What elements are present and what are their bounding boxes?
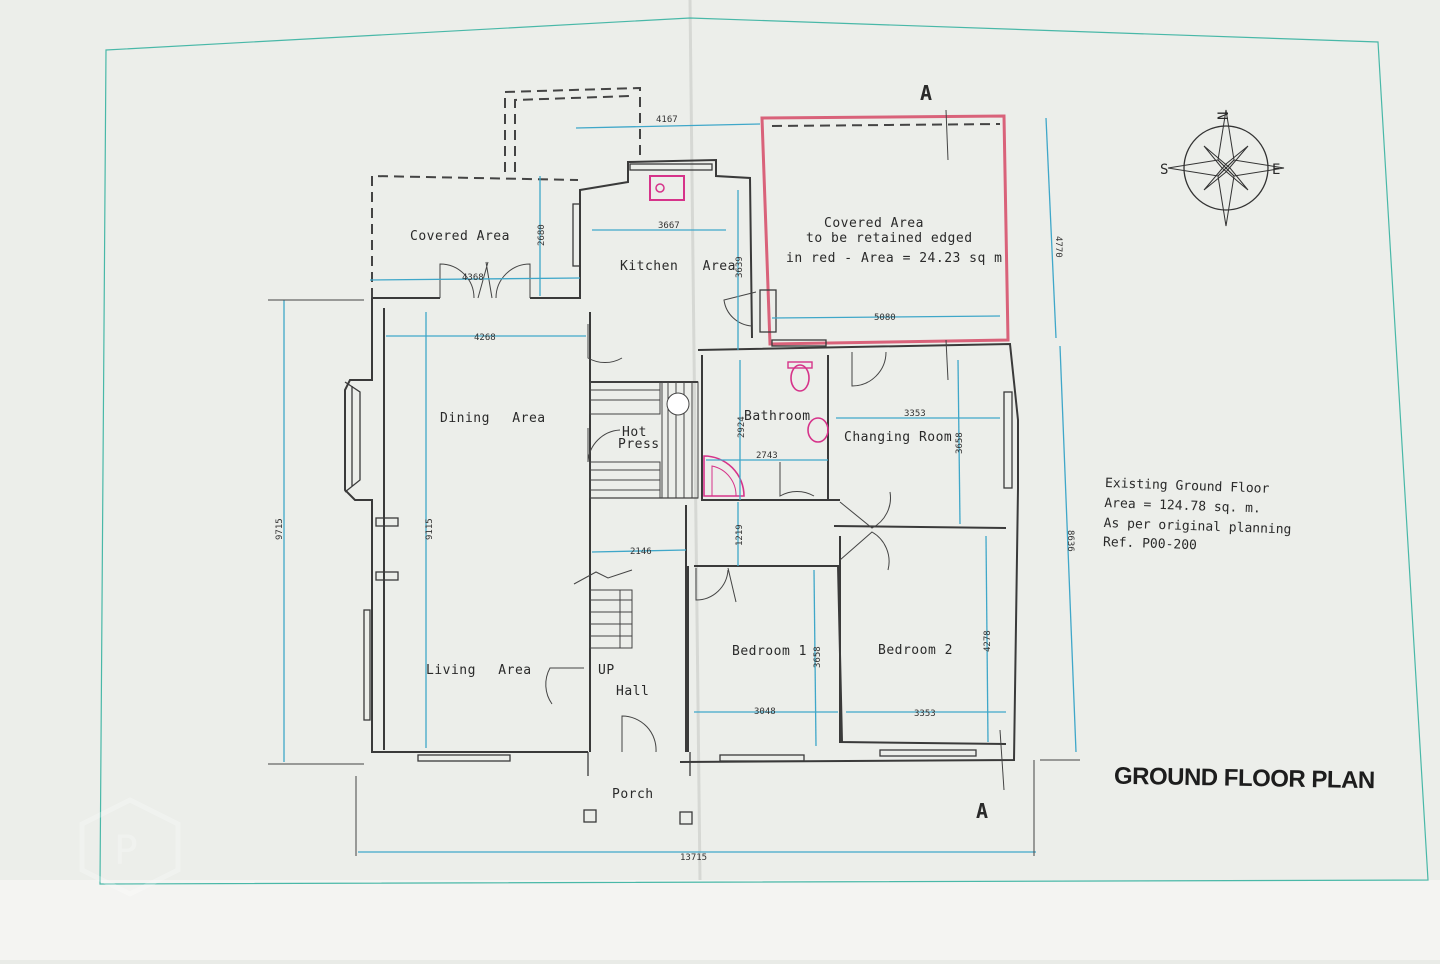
section-marker-top: A bbox=[920, 81, 932, 105]
note-line-4: Ref. P00-200 bbox=[1103, 535, 1197, 553]
plan-notes: Existing Ground Floor Area = 124.78 sq. … bbox=[1103, 476, 1292, 553]
dim-kitchen-height: 3639 bbox=[735, 256, 745, 278]
svg-text:P: P bbox=[114, 828, 138, 874]
dim-living-height: 9115 bbox=[425, 518, 435, 540]
label-porch: Porch bbox=[612, 787, 654, 802]
dim-bedroom1-width: 3048 bbox=[754, 707, 776, 717]
drawing-border bbox=[99, 17, 1429, 885]
dim-hall-width: 2146 bbox=[630, 547, 652, 557]
dim-corridor: 1219 bbox=[735, 524, 745, 546]
dim-changing-height: 3658 bbox=[955, 432, 965, 454]
dim-covered-left-height: 2680 bbox=[537, 224, 547, 246]
bathroom-fixtures bbox=[649, 175, 829, 497]
compass-north-label: N bbox=[1216, 112, 1232, 120]
dim-dining-width: 4268 bbox=[474, 333, 496, 343]
dim-top: 4167 bbox=[656, 115, 678, 125]
hot-press-fixtures bbox=[589, 381, 699, 499]
dim-covered-left-width: 4368 bbox=[462, 273, 484, 283]
dimension-labels: 4167 3667 3639 4368 2680 4268 4770 5080 … bbox=[275, 115, 1075, 863]
section-line: A A bbox=[920, 81, 1005, 823]
staircase bbox=[573, 569, 633, 649]
dim-red-height: 4770 bbox=[1053, 236, 1063, 258]
dim-changing-width: 3353 bbox=[904, 409, 926, 419]
windows bbox=[363, 163, 1013, 762]
covered-area-left-outline bbox=[371, 86, 641, 298]
doors bbox=[439, 261, 891, 753]
label-covered-area-left: Covered Area bbox=[410, 229, 510, 244]
dim-right-total: 8636 bbox=[1065, 530, 1075, 552]
label-bedroom-2: Bedroom 2 bbox=[878, 643, 953, 658]
compass-east-label: E bbox=[1272, 162, 1280, 178]
retained-area-outline bbox=[760, 114, 1010, 346]
label-living: Living Area bbox=[426, 663, 532, 678]
dim-red-width: 5080 bbox=[874, 313, 896, 323]
label-changing-room: Changing Room bbox=[844, 430, 952, 445]
label-hot-press-1: Hot bbox=[622, 425, 647, 440]
watermark-logo: P bbox=[79, 797, 181, 897]
note-line-3: As per original planning bbox=[1103, 516, 1291, 538]
dim-bedroom1-height: 3658 bbox=[813, 646, 823, 668]
label-up: UP bbox=[598, 663, 615, 678]
label-hall: Hall bbox=[616, 684, 649, 699]
plan-title: GROUND FLOOR PLAN bbox=[1114, 763, 1375, 795]
note-line-2: Area = 124.78 sq. m. bbox=[1104, 496, 1261, 516]
label-retained-area-1: Covered Area bbox=[824, 216, 924, 231]
dim-kitchen-width: 3667 bbox=[658, 221, 680, 231]
section-marker-bottom: A bbox=[976, 799, 988, 823]
dim-bedroom2-width: 3353 bbox=[914, 709, 936, 719]
dim-bottom-total: 13715 bbox=[680, 853, 707, 863]
compass-rose: N S E bbox=[1160, 109, 1285, 227]
compass-south-label: S bbox=[1160, 162, 1168, 178]
paper-fold bbox=[0, 880, 1440, 960]
label-kitchen: Kitchen Area bbox=[620, 259, 736, 274]
room-labels: Covered Area Covered Area to be retained… bbox=[410, 216, 1003, 802]
dim-left-total: 9715 bbox=[275, 518, 285, 540]
dim-bedroom2-height: 4278 bbox=[983, 630, 993, 652]
label-dining: Dining Area bbox=[440, 411, 546, 426]
dim-bathroom-height: 2924 bbox=[737, 416, 747, 438]
label-retained-area-3: in red - Area = 24.23 sq m bbox=[786, 251, 1003, 266]
label-retained-area-2: to be retained edged bbox=[806, 231, 973, 246]
dim-bathroom-width: 2743 bbox=[756, 451, 778, 461]
dimension-lines bbox=[268, 117, 1080, 856]
label-hot-press-2: Press bbox=[618, 437, 660, 452]
label-bedroom-1: Bedroom 1 bbox=[732, 644, 807, 659]
label-bathroom: Bathroom bbox=[744, 409, 811, 424]
note-line-1: Existing Ground Floor bbox=[1105, 476, 1270, 497]
